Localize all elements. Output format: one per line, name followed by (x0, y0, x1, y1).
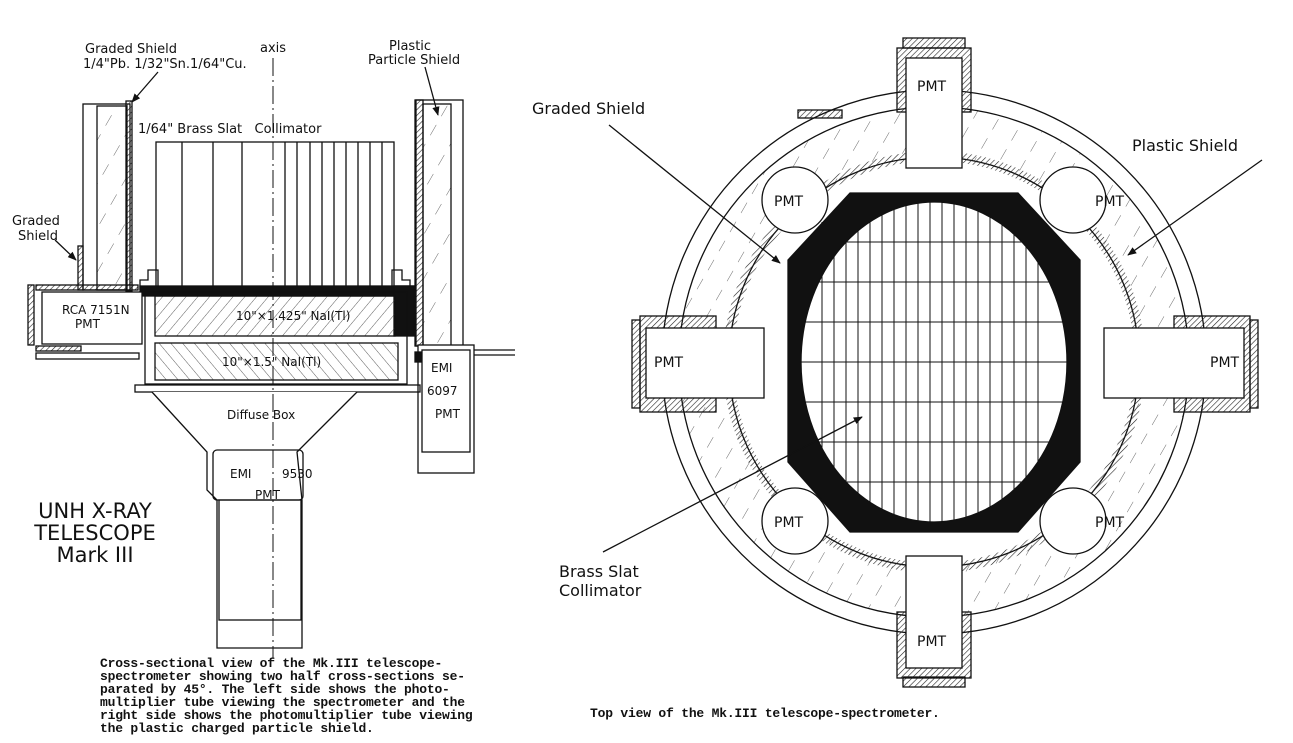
graded-shield-arrow (131, 71, 159, 103)
telescope-title: UNH X-RAY TELESCOPE Mark III (20, 500, 170, 566)
top-view-caption: Top view of the Mk.III telescope-spectro… (590, 706, 940, 721)
brass-slat-collimator (139, 141, 411, 290)
pmt-right (1103, 315, 1259, 413)
pmt-bottom-label: PMT (917, 634, 947, 650)
nai-lower-crystal (154, 342, 399, 381)
emi6097-label-line1: EMI (431, 361, 452, 375)
pmt-upper-left (761, 166, 829, 234)
pmt-lower-right-label: PMT (1095, 515, 1125, 531)
top-view-figure (602, 37, 1263, 688)
diffuse-box-label: Diffuse Box (227, 408, 295, 422)
emi6097-label-line3: PMT (435, 407, 461, 421)
emi6097-label-line2: 6097 (427, 384, 458, 398)
axis-label: axis (260, 41, 286, 56)
rca-pmt-label-line1: RCA 7151N (62, 303, 130, 317)
title-line-1: UNH X-RAY (38, 499, 152, 523)
emi9530-label-line3: PMT (255, 488, 281, 502)
brass-slat-arrow (602, 416, 863, 553)
cross-section-figure (27, 58, 515, 658)
plastic-shield-arrow (424, 66, 440, 116)
nai-upper-crystal (154, 295, 396, 337)
brass-slat-label-line1: Brass Slat (559, 562, 639, 581)
pmt-top-label: PMT (917, 79, 947, 95)
pmt-left-label: PMT (654, 355, 684, 371)
graded-shield-arrow-top (608, 124, 781, 264)
plastic-label-line1: Plastic (389, 39, 431, 54)
side-graded-label-line1: Graded (12, 214, 60, 229)
cross-section-caption: Cross-sectional view of the Mk.III teles… (100, 656, 473, 736)
pmt-top (797, 37, 972, 169)
title-line-3: Mark III (56, 543, 134, 567)
rca-pmt-label-line2: PMT (75, 317, 101, 331)
graded-shield-label: Graded Shield (85, 42, 177, 57)
upper-black-ring (139, 285, 415, 297)
brass-slat-label-line2: Collimator (559, 581, 642, 600)
pmt-upper-right-label: PMT (1095, 194, 1125, 210)
top-plastic-shield-label: Plastic Shield (1132, 136, 1238, 155)
collimator-grid (801, 202, 1067, 522)
nai-upper-label: 10"×1.425" NaI(Tl) (236, 309, 350, 323)
collimator-label: 1/64" Brass Slat Collimator (138, 122, 322, 137)
left-shield-wall (77, 100, 133, 292)
right-shield-wall (414, 99, 464, 347)
plastic-shield-arrow-top (1127, 159, 1263, 256)
crystal-housing (144, 291, 408, 385)
pmt-upper-right (1039, 166, 1107, 234)
graded-shield-spec-label: 1/4"Pb. 1/32"Sn.1/64"Cu. (83, 57, 247, 72)
diffuse-box (134, 384, 421, 649)
rca-pmt-body (27, 284, 143, 360)
title-line-2: TELESCOPE (34, 521, 156, 545)
pmt-left (631, 315, 765, 413)
emi9530-label-line1: EMI (230, 467, 251, 481)
right-black-block (393, 285, 415, 337)
side-graded-label-line2: Shield (18, 229, 58, 244)
top-graded-shield-label: Graded Shield (532, 99, 645, 118)
pmt-upper-left-label: PMT (774, 194, 804, 210)
side-graded-shield-arrow (54, 239, 77, 261)
pmt-lower-left (761, 487, 829, 555)
emi-6097-pmt-body (414, 344, 515, 474)
pmt-bottom (896, 555, 972, 688)
plastic-label-line2: Particle Shield (368, 53, 460, 68)
pmt-lower-right (1039, 487, 1107, 555)
emi9530-label-line2: 9530 (282, 467, 313, 481)
pmt-lower-left-label: PMT (774, 515, 804, 531)
nai-lower-label: 10"×1.5" NaI(Tl) (222, 355, 321, 369)
pmt-right-label: PMT (1210, 355, 1240, 371)
